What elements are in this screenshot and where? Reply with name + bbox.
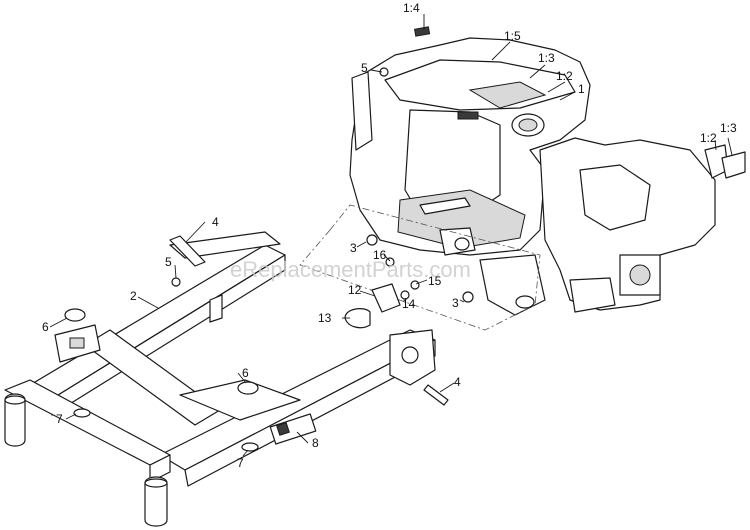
watermark: eReplacementParts.com bbox=[230, 257, 471, 282]
callout-5-lower: 5 bbox=[165, 255, 172, 269]
callout-15: 15 bbox=[428, 274, 442, 288]
callout-12: 12 bbox=[348, 283, 362, 297]
callout-3-right: 3 bbox=[452, 296, 459, 310]
leader-lines bbox=[49, 14, 733, 457]
callout-13: 13 bbox=[318, 311, 332, 325]
callout-6-left: 6 bbox=[42, 320, 49, 334]
callout-5-upper: 5 bbox=[361, 61, 368, 75]
callout-3-left: 3 bbox=[350, 241, 357, 255]
callout-6-right: 6 bbox=[242, 366, 249, 380]
callout-1-3: 1:3 bbox=[538, 51, 555, 65]
callout-7-left: 7 bbox=[56, 412, 63, 426]
callout-14: 14 bbox=[402, 297, 416, 311]
hardware-upper bbox=[344, 26, 474, 329]
alignment-guide bbox=[299, 204, 541, 331]
callout-8: 8 bbox=[312, 436, 319, 450]
callout-16: 16 bbox=[373, 248, 387, 262]
lower-chassis bbox=[4, 231, 449, 527]
callout-1-2-shroud: 1:2 bbox=[700, 131, 717, 145]
callout-2: 2 bbox=[130, 289, 137, 303]
callout-4-upper: 4 bbox=[212, 215, 219, 229]
callouts: 1:4 1:5 1:3 1:2 1 5 1:2 1:3 3 16 15 12 1… bbox=[42, 1, 737, 470]
callout-1-3-shroud: 1:3 bbox=[720, 121, 737, 135]
callout-1-5: 1:5 bbox=[504, 29, 521, 43]
callout-4-lower: 4 bbox=[454, 375, 461, 389]
upper-frame-assembly bbox=[349, 37, 746, 316]
callout-1: 1 bbox=[578, 82, 585, 96]
callout-1-4: 1:4 bbox=[403, 1, 420, 15]
callout-1-2: 1:2 bbox=[556, 69, 573, 83]
callout-7-right: 7 bbox=[237, 456, 244, 470]
